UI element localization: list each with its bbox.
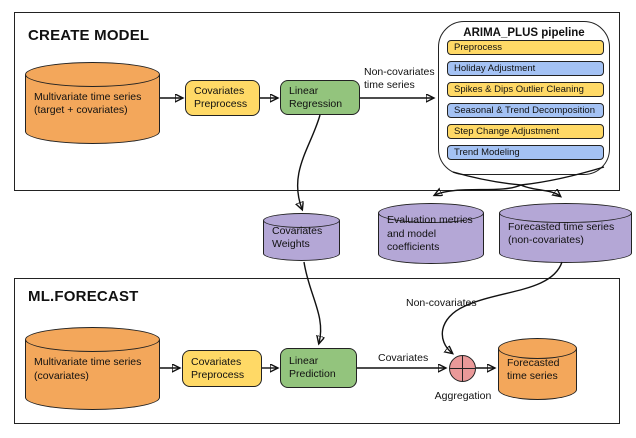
db-label: Multivariate time series (covariates)	[34, 356, 142, 382]
covariates-weights-cylinder: Covariates Weights	[263, 213, 340, 261]
aggregation-cross-vertical	[461, 356, 463, 381]
forecasted-time-series-cylinder: Forecasted time series	[498, 338, 577, 400]
cylinder-body	[378, 213, 484, 264]
aggregation-circle	[449, 355, 476, 382]
evaluation-metrics-cylinder: Evaluation metrics and model coefficient…	[378, 203, 484, 264]
db-label: Forecasted time series	[507, 356, 560, 383]
pipeline-step-seasonal-trend-decomposition: Seasonal & Trend Decomposition	[447, 103, 604, 118]
ml-forecast-title: ML.FORECAST	[28, 288, 139, 305]
noncovariates-edge-label: Non-covariates	[406, 297, 477, 309]
db-label: Covariates Weights	[272, 224, 323, 251]
cylinder-top-ellipse	[25, 327, 160, 352]
pipeline-step-step-change-adjustment: Step Change Adjustment	[447, 124, 604, 139]
aggregation-label: Aggregation	[434, 390, 492, 402]
create-model-title: CREATE MODEL	[28, 27, 150, 44]
covariates-edge-label: Covariates	[378, 352, 429, 364]
db-label: Evaluation metrics and model coefficient…	[387, 214, 473, 254]
multivariate-covariates-db-cylinder: Multivariate time series (covariates)	[25, 327, 160, 410]
cylinder-top-ellipse	[499, 203, 632, 223]
db-label: Forecasted time series (non-covariates)	[508, 220, 615, 247]
db-label: Multivariate time series (target + covar…	[34, 90, 142, 117]
arima-plus-pipeline-title: ARIMA_PLUS pipeline	[463, 27, 585, 39]
cylinder-top-ellipse	[25, 62, 160, 87]
pipeline-step-spikes-dips-outlier-cleaning: Spikes & Dips Outlier Cleaning	[447, 82, 604, 97]
noncovariates-time-series-edge-label: Non-covariates time series	[364, 66, 435, 91]
covariates-preprocess-node-bottom: Covariates Preprocess	[182, 350, 262, 387]
linear-prediction-node: Linear Prediction	[280, 348, 357, 388]
covariates-preprocess-node-top: Covariates Preprocess	[185, 80, 260, 116]
arima-plus-pipeline-container: ARIMA_PLUS pipeline Preprocess Holiday A…	[438, 21, 610, 175]
cylinder-top-ellipse	[263, 213, 340, 228]
pipeline-step-trend-modeling: Trend Modeling	[447, 145, 604, 160]
multivariate-target-covariates-db-cylinder: Multivariate time series (target + covar…	[25, 62, 160, 144]
forecasted-noncovariates-cylinder: Forecasted time series (non-covariates)	[499, 203, 632, 263]
cylinder-top-ellipse	[378, 203, 484, 223]
pipeline-step-preprocess: Preprocess	[447, 40, 604, 55]
pipeline-step-holiday-adjustment: Holiday Adjustment	[447, 61, 604, 76]
linear-regression-node: Linear Regression	[280, 80, 360, 115]
